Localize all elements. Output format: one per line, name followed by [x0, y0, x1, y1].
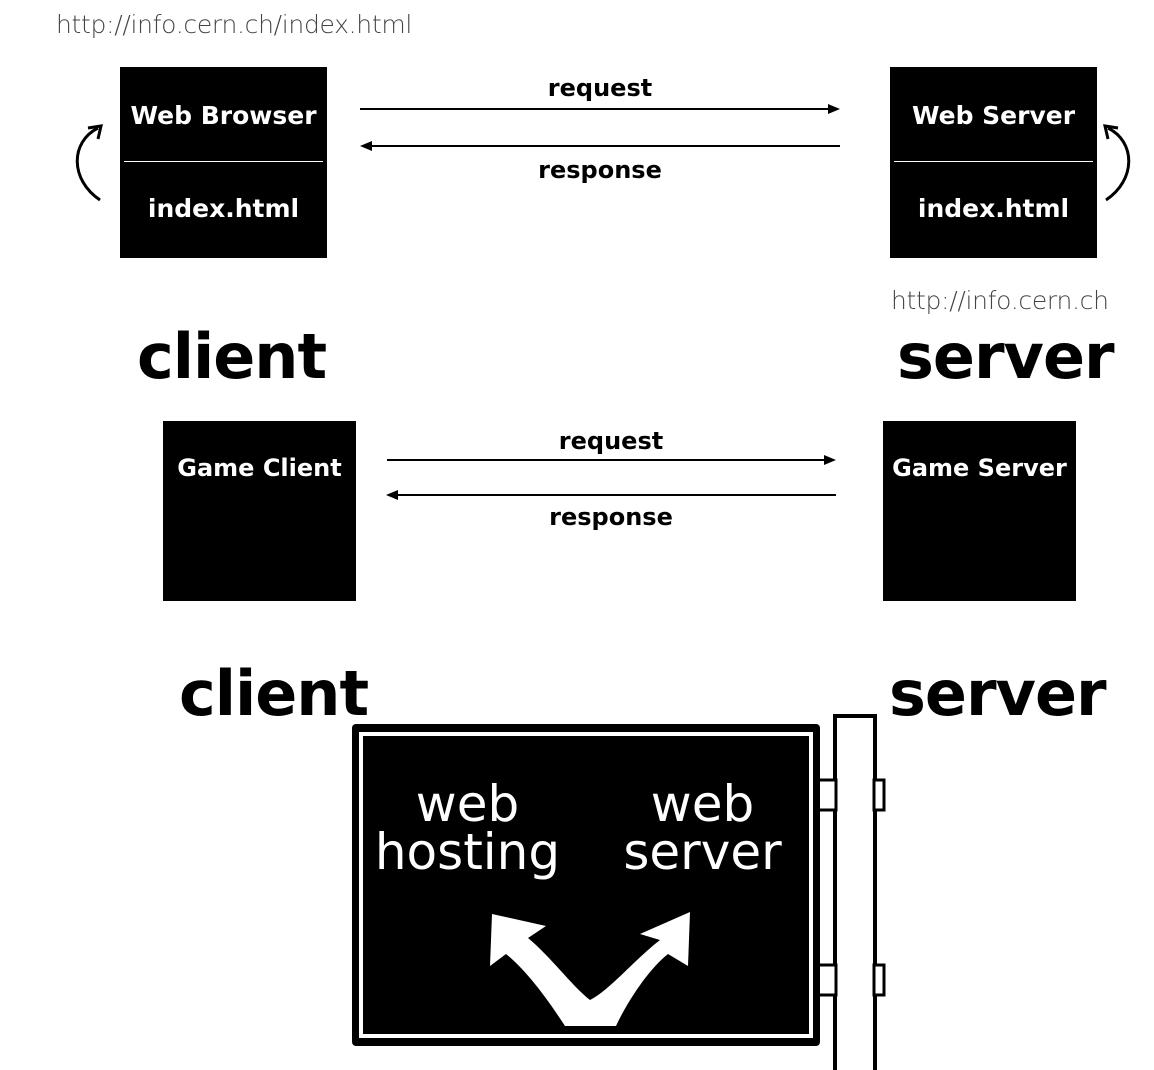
sign-right-line2: server	[623, 823, 782, 881]
web-server-file: index.html	[917, 194, 1070, 223]
reload-arrow-icon	[75, 124, 103, 202]
web-request-arrow	[360, 104, 840, 114]
web-server-heading: server	[897, 320, 1115, 393]
web-browser-title: Web Browser	[130, 101, 317, 130]
sign-right-line1: web	[650, 775, 755, 833]
sign-left-line2: hosting	[374, 823, 561, 881]
sign-web-server: web server	[610, 775, 795, 881]
game-client-box: Game Client	[163, 421, 356, 601]
web-browser-box: Web Browser index.html	[120, 67, 327, 258]
game-server-title: Game Server	[892, 454, 1067, 482]
client-url: http://info.cern.ch/index.html	[56, 10, 413, 39]
game-server-box: Game Server	[883, 421, 1076, 601]
web-server-divider	[894, 161, 1093, 162]
web-browser-file: index.html	[147, 194, 300, 223]
web-browser-divider	[124, 161, 323, 162]
game-response-label: response	[549, 503, 673, 531]
web-server-title: Web Server	[911, 101, 1076, 130]
sign-web-hosting: web hosting	[365, 775, 570, 881]
web-client-heading: client	[137, 320, 327, 393]
server-url: http://info.cern.ch	[891, 286, 1109, 315]
game-request-label: request	[558, 427, 664, 455]
game-server-heading: server	[889, 657, 1107, 730]
web-server-box: Web Server index.html	[890, 67, 1097, 258]
web-response-label: response	[538, 156, 662, 184]
game-response-arrow	[386, 490, 836, 500]
web-response-arrow	[360, 141, 840, 151]
web-request-label: request	[547, 74, 653, 102]
reload-arrow-icon	[1103, 124, 1131, 202]
game-request-arrow	[387, 455, 836, 465]
game-client-heading: client	[179, 657, 369, 730]
game-client-title: Game Client	[177, 454, 342, 482]
sign-left-line1: web	[415, 775, 520, 833]
